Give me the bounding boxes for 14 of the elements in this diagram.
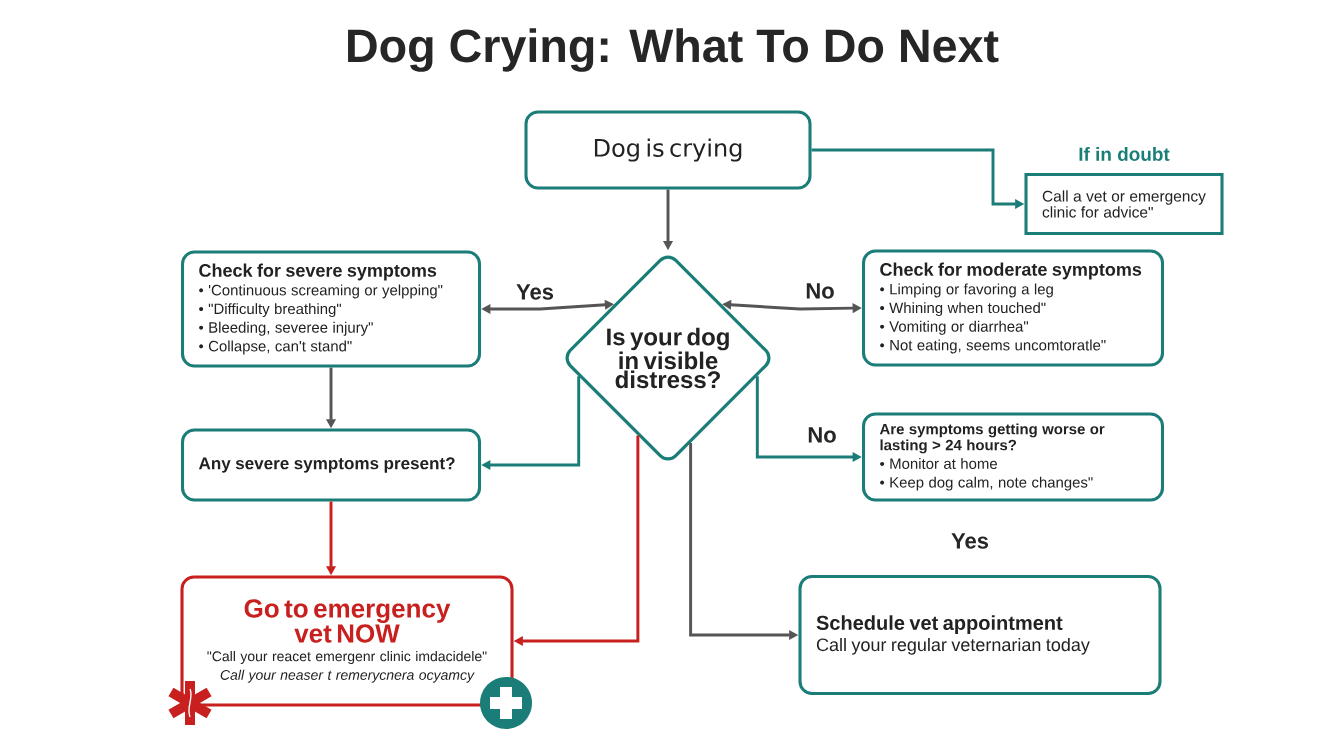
branch-label: Yes: [951, 533, 989, 549]
edge-label: No: [804, 282, 836, 300]
process-box: Any severe symptoms present?: [181, 428, 482, 502]
edge-label: No: [806, 426, 838, 444]
process-box: Schedule vet appointment Call your regular veternarian today: [798, 574, 1162, 696]
process-box: Check for severe symptoms • 'Continuous screaming or yelpping" • "Difficulty breathing" • Bleeding, severee injury" • Collapse, can't stand": [181, 250, 482, 368]
process-box: Check for moderate symptoms • Limping or favoring a leg • Whining when touched" • Vomiting or diarrhea" • Not eating, seems uncomtoratle": [861, 249, 1165, 367]
process-box: Dog is crying: [524, 110, 812, 190]
title: Dog Crying: What To Do Next: [348, 28, 999, 72]
advice-box: Call a vet or emergency clinic for advice": [1024, 172, 1224, 236]
process-box: Are symptoms getting worse or lasting > 24 hours? • Monitor at home • Keep dog calm, note changes": [861, 412, 1165, 502]
edge-label: Yes: [514, 283, 556, 301]
alert-box: Go to emergency vet NOW "Call your reacet emergenr clinic imdacidele" Call your neaser t remerycnera ocyamcy: [180, 575, 514, 707]
box-heading: If in doubt: [1079, 147, 1170, 161]
